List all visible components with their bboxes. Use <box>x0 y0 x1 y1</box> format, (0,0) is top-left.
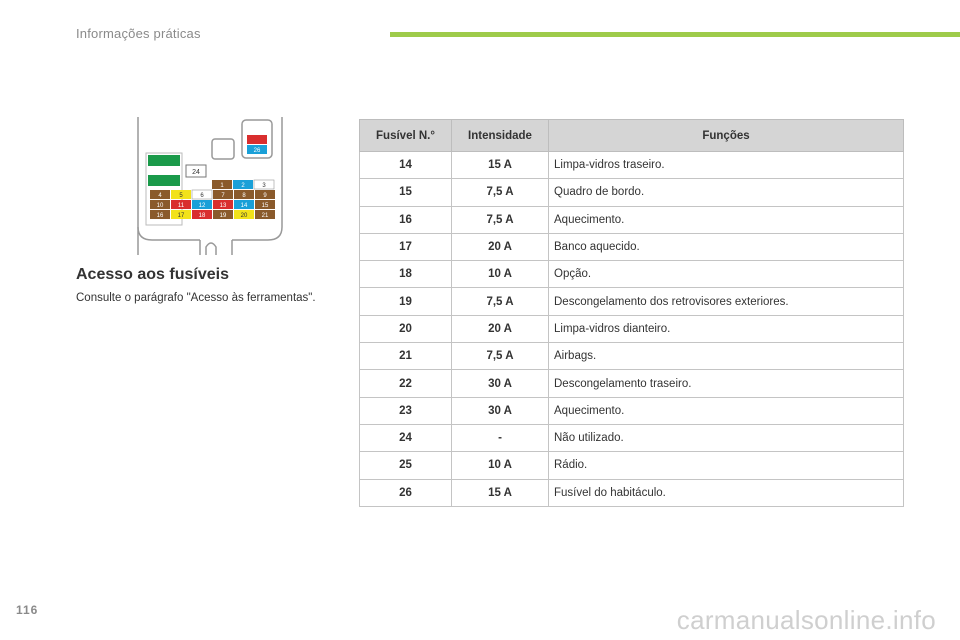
section-description: Consulte o parágrafo "Acesso às ferramen… <box>76 292 316 304</box>
fuse-label: 21 <box>262 213 269 219</box>
fuse-label: 11 <box>178 203 185 209</box>
fuse-number-cell: 16 <box>359 206 452 234</box>
fuse-label: 16 <box>157 213 164 219</box>
function-cell: Não utilizado. <box>548 424 904 453</box>
table-header-row: Fusível N.° Intensidade Funções <box>359 119 904 152</box>
intensity-cell: 20 A <box>451 233 549 262</box>
fuse-label: 14 <box>241 203 248 209</box>
page-section-title: Informações práticas <box>76 26 201 41</box>
function-cell: Limpa-vidros traseiro. <box>548 151 904 180</box>
function-cell: Banco aquecido. <box>548 233 904 262</box>
fuse-number-cell: 18 <box>359 260 452 289</box>
intensity-cell: 15 A <box>451 479 549 507</box>
fuse-label: 2 <box>241 183 245 189</box>
page-number: 116 <box>16 603 39 617</box>
fuse-label: 7 <box>221 193 225 199</box>
fuse-number-cell: 17 <box>359 233 452 262</box>
header-functions: Funções <box>548 119 904 152</box>
fuse-number-cell: 15 <box>359 178 452 207</box>
fuse-label: 12 <box>199 203 206 209</box>
header-intensity: Intensidade <box>451 119 549 152</box>
intensity-cell: 7,5 A <box>451 178 549 207</box>
table-row: 24-Não utilizado. <box>359 424 904 453</box>
fuse-label: 24 <box>192 169 200 176</box>
fuse-label: 15 <box>262 203 269 209</box>
header-fuse-number: Fusível N.° <box>359 119 452 152</box>
function-cell: Aquecimento. <box>548 206 904 234</box>
fuse-label: 26 <box>254 148 261 154</box>
fuse-number-cell: 25 <box>359 451 452 480</box>
header-accent-bar <box>390 32 960 37</box>
intensity-cell: 7,5 A <box>451 206 549 234</box>
function-cell: Opção. <box>548 260 904 289</box>
fuse-label: 18 <box>199 213 206 219</box>
fuse-label: 20 <box>241 213 248 219</box>
watermark: carmanualsonline.info <box>676 605 936 635</box>
section-heading: Acesso aos fusíveis <box>76 266 229 283</box>
function-cell: Rádio. <box>548 451 904 480</box>
fuse-box-diagram: 24 26 1 2 3 4 5 6 7 8 9 10 11 12 13 14 1… <box>137 117 283 255</box>
fuse-label: 3 <box>262 183 266 189</box>
intensity-cell: 7,5 A <box>451 287 549 316</box>
fuse-label: 4 <box>158 193 162 199</box>
fuse-label: 6 <box>200 193 204 199</box>
fuse-number-cell: 19 <box>359 287 452 316</box>
fuse-number-cell: 22 <box>359 369 452 398</box>
intensity-cell: 30 A <box>451 397 549 425</box>
fuse-label: 17 <box>178 213 185 219</box>
function-cell: Descongelamento traseiro. <box>548 369 904 398</box>
fuse-label: 5 <box>179 193 183 199</box>
fuse-number-cell: 26 <box>359 479 452 507</box>
function-cell: Aquecimento. <box>548 397 904 425</box>
function-cell: Descongelamento dos retrovisores exterio… <box>548 287 904 316</box>
fuse-label: 10 <box>157 203 164 209</box>
function-cell: Fusível do habitáculo. <box>548 479 904 507</box>
intensity-cell: 10 A <box>451 451 549 480</box>
function-cell: Airbags. <box>548 342 904 371</box>
fuse-label: 19 <box>220 213 227 219</box>
fuse-label: 9 <box>263 193 267 199</box>
fuse-number-cell: 21 <box>359 342 452 371</box>
function-cell: Quadro de bordo. <box>548 178 904 207</box>
fuse-label: 8 <box>242 193 246 199</box>
fuse-number-cell: 24 <box>359 424 452 453</box>
intensity-cell: 7,5 A <box>451 342 549 371</box>
intensity-cell: 20 A <box>451 315 549 344</box>
function-cell: Limpa-vidros dianteiro. <box>548 315 904 344</box>
fuse-number-cell: 14 <box>359 151 452 180</box>
fuse-label: 1 <box>220 183 224 189</box>
intensity-cell: 10 A <box>451 260 549 289</box>
fuse-number-cell: 20 <box>359 315 452 344</box>
intensity-cell: 30 A <box>451 369 549 398</box>
fuse-number-cell: 23 <box>359 397 452 425</box>
fuse-label: 13 <box>220 203 227 209</box>
intensity-cell: 15 A <box>451 151 549 180</box>
intensity-cell: - <box>451 424 549 453</box>
